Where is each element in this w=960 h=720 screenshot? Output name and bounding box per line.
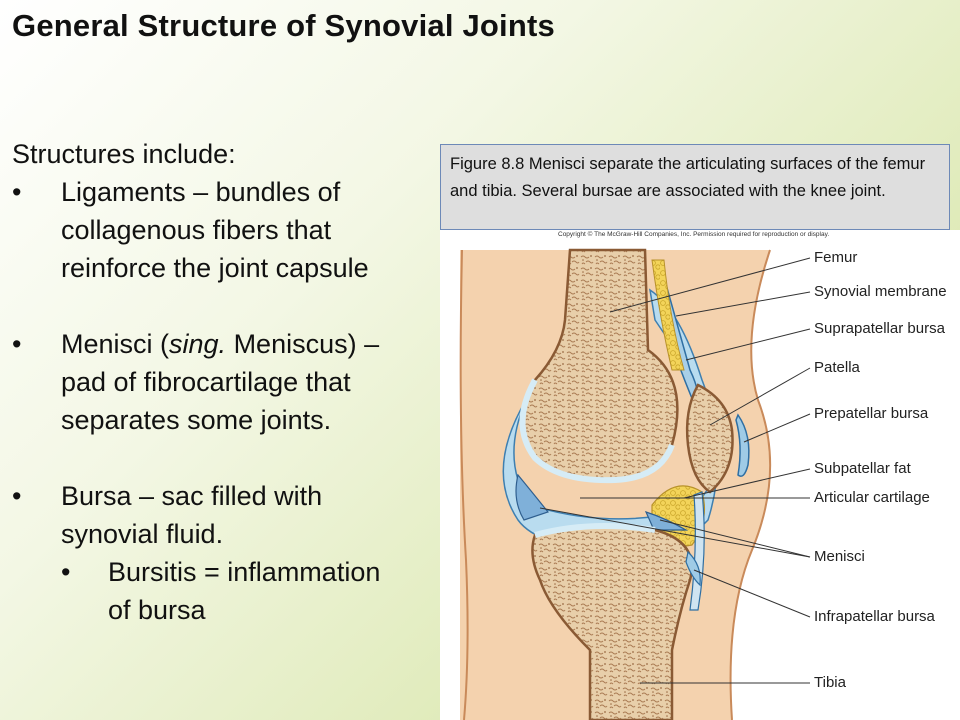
- bullet-marker: •: [12, 481, 22, 511]
- bullet-menisci: • Menisci (sing. Meniscus) – pad of fibr…: [12, 325, 442, 439]
- label-subpatellar-fat: Subpatellar fat: [814, 460, 911, 477]
- infrapatellar-bursa-shape: [685, 550, 701, 587]
- sub-bullet-bursitis: • Bursitis = inflammation of bursa: [12, 553, 442, 629]
- copyright-notice: Copyright © The McGraw-Hill Companies, I…: [558, 231, 830, 238]
- bullet-line: synovial fluid.: [61, 519, 224, 549]
- bullet-marker: •: [12, 329, 22, 359]
- italic-run: sing.: [169, 329, 227, 359]
- label-articular-cartilage: Articular cartilage: [814, 489, 930, 506]
- label-menisci: Menisci: [814, 548, 865, 565]
- femur-cartilage-shape: [519, 378, 675, 484]
- leader-menisci-2: [659, 519, 811, 558]
- spacer: [12, 439, 442, 477]
- label-tibia: Tibia: [814, 674, 846, 691]
- leader-synovial-membrane: [675, 291, 811, 317]
- knee-diagram: [459, 248, 811, 720]
- label-femur: Femur: [814, 249, 858, 266]
- spacer: [12, 287, 442, 325]
- sub-bullet-line: of bursa: [108, 595, 206, 625]
- bullet-bursa: • Bursa – sac filled with synovial fluid…: [12, 477, 442, 553]
- text-run: Menisci (: [61, 329, 170, 359]
- slide-title: General Structure of Synovial Joints: [12, 8, 555, 43]
- bullet-marker: •: [12, 177, 22, 207]
- sub-bullet-line: Bursitis = inflammation: [108, 557, 381, 587]
- bullet-line: collagenous fibers that: [61, 215, 332, 245]
- leader-subpatellar-fat: [683, 468, 811, 499]
- posterior-skin-outline: [459, 249, 469, 720]
- leader-patella: [709, 367, 811, 426]
- prepatellar-bursa-shape: [735, 413, 750, 477]
- leader-prepatellar-bursa: [743, 413, 811, 443]
- bullet-line: pad of fibrocartilage that: [61, 367, 351, 397]
- label-synovial-membrane: Synovial membrane: [814, 283, 947, 300]
- label-infrapatellar-bursa: Infrapatellar bursa: [814, 608, 935, 625]
- bullet-ligaments: • Ligaments – bundles of collagenous fib…: [12, 173, 442, 287]
- knee-joint-figure: Copyright © The McGraw-Hill Companies, I…: [440, 230, 960, 720]
- label-patella: Patella: [814, 359, 860, 376]
- figure-caption: Figure 8.8 Menisci separate the articula…: [440, 144, 950, 230]
- bullet-line: reinforce the joint capsule: [61, 253, 369, 283]
- label-prepatellar-bursa: Prepatellar bursa: [814, 405, 929, 422]
- leader-femur: [609, 257, 811, 313]
- text-run: Meniscus) –: [226, 329, 380, 359]
- meniscus-posterior-shape: [515, 473, 550, 521]
- intro-line: Structures include:: [12, 139, 236, 169]
- leader-menisci-1: [539, 507, 811, 558]
- bullet-line: separates some joints.: [61, 405, 332, 435]
- bullet-line: Bursa – sac filled with: [61, 481, 323, 511]
- bullet-line: Ligaments – bundles of: [61, 177, 341, 207]
- tibia-cartilage-shape: [534, 523, 656, 538]
- leader-infrapatellar-bursa: [693, 569, 811, 618]
- bullet-content: Structures include: • Ligaments – bundle…: [12, 135, 442, 629]
- label-suprapatellar-bursa: Suprapatellar bursa: [814, 320, 945, 337]
- leader-lines: [539, 257, 811, 684]
- sub-bullet-marker: •: [61, 557, 71, 587]
- bullet-line: Menisci (sing. Meniscus) –: [61, 325, 442, 363]
- leader-suprapatellar-bursa: [685, 328, 811, 361]
